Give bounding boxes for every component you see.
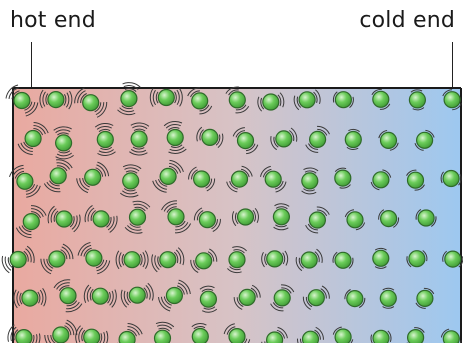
particle-ball [345, 132, 361, 148]
particle-ball [265, 171, 281, 187]
particle-ball [192, 329, 208, 343]
particle-ball [93, 211, 109, 227]
particle-ball [119, 332, 135, 343]
particle-ball [129, 287, 145, 303]
particle-ball [192, 93, 208, 109]
particle-ball [381, 132, 397, 148]
particle-ball [443, 331, 459, 343]
particle-ball [409, 251, 425, 267]
particle-ball [202, 129, 218, 145]
particle-ball [83, 95, 99, 111]
particle-ball [445, 251, 461, 267]
particle-ball [131, 131, 147, 147]
particle-ball [274, 290, 290, 306]
particle-ball [60, 288, 76, 304]
particle-ball [303, 331, 319, 343]
particle-ball [409, 92, 425, 108]
particle-ball [408, 172, 424, 188]
particle-ball [239, 289, 255, 305]
particle-ball [267, 251, 283, 267]
particle-ball [130, 209, 146, 225]
particle-ball [123, 173, 139, 189]
particle-ball [10, 252, 26, 268]
particle-ball [373, 250, 389, 266]
particle-ball [155, 330, 171, 343]
particle-ball [276, 131, 292, 147]
particle-ball [23, 214, 39, 230]
particle-ball [168, 209, 184, 225]
particle-ball [444, 92, 460, 108]
particle-ball [238, 209, 254, 225]
particle-ball [50, 168, 66, 184]
particle-ball [49, 251, 65, 267]
particle-ball [53, 327, 69, 343]
particle-ball [310, 131, 326, 147]
particle-ball [14, 93, 30, 109]
particle-ball [85, 169, 101, 185]
particle-ball [347, 212, 363, 228]
particle-ball [380, 290, 396, 306]
particle-ball [97, 132, 113, 148]
particle-ball [92, 288, 108, 304]
particle-ball [160, 168, 176, 184]
particle-ball [56, 135, 72, 151]
particle-ball [273, 209, 289, 225]
particle-ball [335, 170, 351, 186]
particle-ball [417, 132, 433, 148]
particle-ball [381, 211, 397, 227]
particle-ball [196, 253, 212, 269]
particle-ball [408, 330, 424, 343]
particle-ball [417, 290, 433, 306]
particle-ball [124, 252, 140, 268]
particle-ball [25, 131, 41, 147]
particle-ball [16, 330, 32, 343]
particle-ball [48, 92, 64, 108]
particle-ball [194, 171, 210, 187]
particle-ball [347, 291, 363, 307]
particle-ball [229, 92, 245, 108]
particle-ball [121, 91, 137, 107]
particle-ball [335, 252, 351, 268]
particle-ball [84, 329, 100, 343]
particle-ball [158, 90, 174, 106]
particle-ball [335, 92, 351, 108]
particle-ball [418, 210, 434, 226]
particle-ball [199, 212, 215, 228]
particle-ball [373, 91, 389, 107]
particle-ball [232, 171, 248, 187]
particle-ball [200, 291, 216, 307]
particle-ball [299, 92, 315, 108]
particle-ball [22, 290, 38, 306]
particle-ball [86, 250, 102, 266]
particle-ball [267, 332, 283, 343]
particle-ball [302, 173, 318, 189]
particle-ball [17, 173, 33, 189]
particle-ball [301, 252, 317, 268]
particle-ball [229, 329, 245, 343]
particle-ball [229, 252, 245, 268]
particle-ball [238, 133, 254, 149]
particle-ball [308, 290, 324, 306]
particle-ball [263, 94, 279, 110]
particle-ball [443, 171, 459, 187]
particle-ball [167, 130, 183, 146]
particle-ball [56, 211, 72, 227]
particle-ball [309, 212, 325, 228]
vibration-arc [123, 83, 141, 88]
particle-ball [335, 329, 351, 343]
particle-ball [373, 172, 389, 188]
particle-ball [160, 252, 176, 268]
particle-ball [373, 330, 389, 343]
particle-ball [166, 288, 182, 304]
